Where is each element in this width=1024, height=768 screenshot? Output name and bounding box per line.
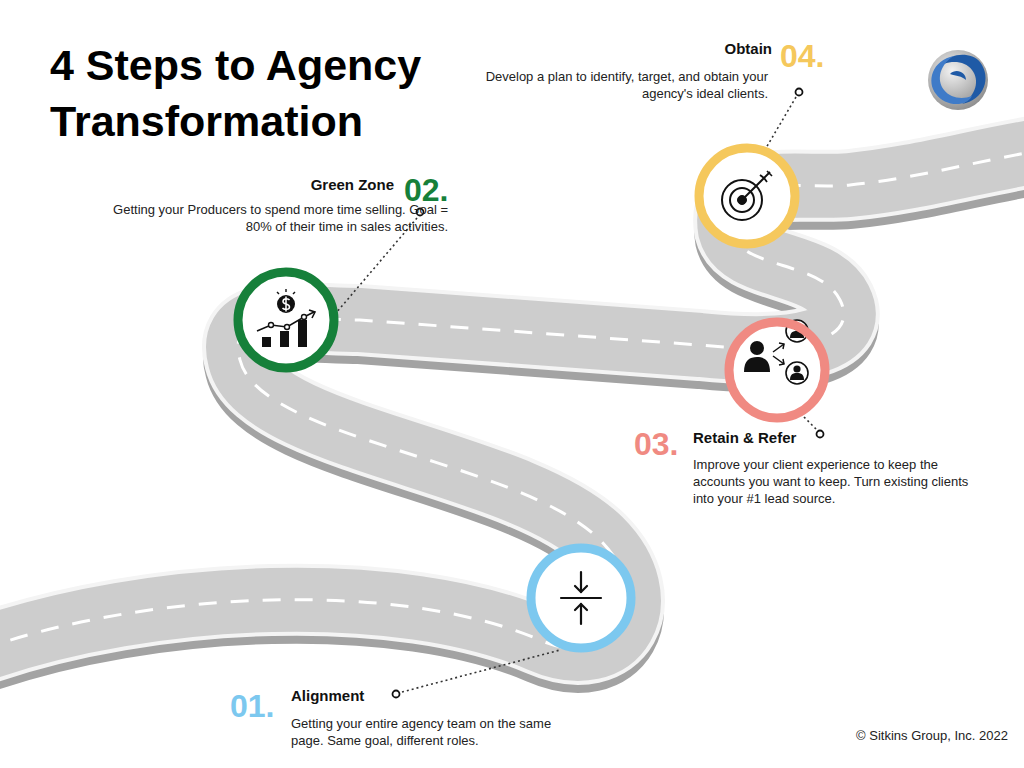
step-number: 03. [634, 428, 678, 460]
step-heading: Alignment [291, 687, 364, 705]
circle-outline [523, 540, 639, 656]
circle-outline [721, 314, 833, 426]
step-description: Develop a plan to identify, target, and … [463, 69, 768, 103]
leader-lines [336, 97, 816, 692]
target-icon [722, 171, 772, 220]
growth-icon [257, 289, 315, 347]
disk [238, 272, 334, 368]
disk [729, 322, 825, 418]
step-circle: 02.Green ZoneGetting your Producers to s… [230, 264, 342, 376]
leader-line [766, 97, 796, 148]
circle-ring [729, 322, 825, 418]
step-heading: Obtain [725, 40, 773, 58]
leader-dot [817, 431, 824, 438]
disk [531, 548, 631, 648]
converge-icon [561, 572, 601, 624]
leader-dot [796, 89, 803, 96]
circle-ring [699, 148, 795, 244]
leader-dots [393, 89, 824, 698]
step-circle: 01.AlignmentGetting your entire agency t… [523, 540, 639, 656]
step-number: 02. [404, 174, 448, 206]
step-heading: Retain & Refer [693, 429, 796, 447]
step-heading: Green Zone [311, 176, 394, 194]
step-number: 04. [780, 40, 824, 72]
circle-outline [691, 140, 803, 252]
step-number: 01. [230, 690, 274, 722]
step-description: Getting your entire agency team on the s… [291, 716, 586, 750]
title: 4 Steps to Agency Transformation [50, 38, 520, 150]
disk [699, 148, 795, 244]
leader-line [402, 650, 560, 692]
road [0, 150, 1024, 659]
circle-ring [238, 272, 334, 368]
copyright-note: © Sitkins Group, Inc. 2022 [856, 728, 1008, 743]
circle-ring [531, 548, 631, 648]
road-centerline [0, 150, 1024, 650]
step-circle: 03.Retain & ReferImprove your client exp… [721, 314, 833, 426]
road-edge [0, 150, 1024, 650]
circle-outline [230, 264, 342, 376]
road-surface [0, 150, 1024, 650]
leader-dot [393, 691, 400, 698]
step-description: Getting your Producers to spend more tim… [98, 202, 448, 236]
company-logo [928, 50, 988, 110]
step-circle: 04.ObtainDevelop a plan to identify, tar… [691, 140, 803, 252]
step-description: Improve your client experience to keep t… [693, 457, 973, 508]
